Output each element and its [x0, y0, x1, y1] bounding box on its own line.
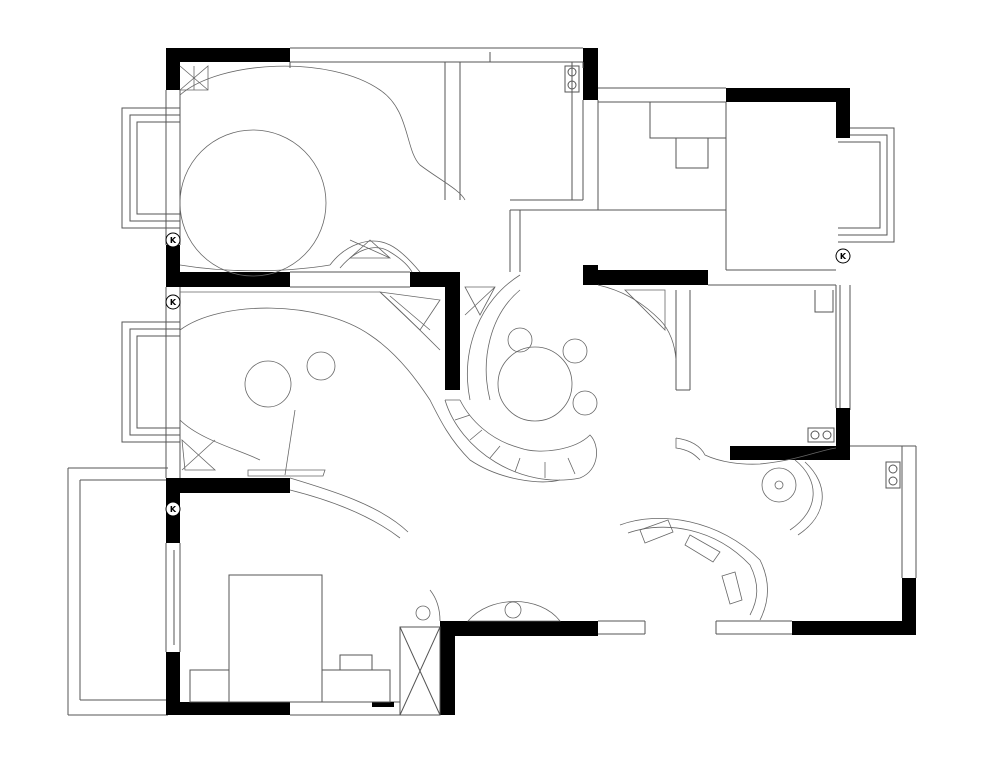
- center-curves: [444, 274, 598, 481]
- k-marker-3: K: [835, 248, 851, 264]
- window-left-upper: [121, 107, 180, 229]
- k-marker-2: K: [165, 294, 181, 310]
- k-marker-1-label: K: [170, 236, 177, 245]
- upper-left-curves: [179, 65, 466, 277]
- partitions: [165, 52, 837, 716]
- k-marker-1: K: [165, 232, 181, 248]
- bed: [189, 574, 391, 703]
- right-middle-curves: [597, 284, 837, 465]
- outer-outline: [67, 47, 917, 716]
- outlets: [564, 65, 901, 489]
- lower-right-curves: [619, 459, 823, 621]
- middle-left-curves: [179, 291, 561, 539]
- window-right-upper: [838, 127, 895, 243]
- upper-left-hatching: [178, 65, 392, 259]
- k-marker-2-label: K: [170, 298, 177, 307]
- window-left-middle: [121, 321, 180, 443]
- k-marker-4: K: [165, 501, 181, 517]
- k-marker-4-label: K: [170, 505, 177, 514]
- bottom-curves: [415, 589, 561, 622]
- k-marker-3-label: K: [840, 252, 847, 261]
- walls: [166, 48, 916, 715]
